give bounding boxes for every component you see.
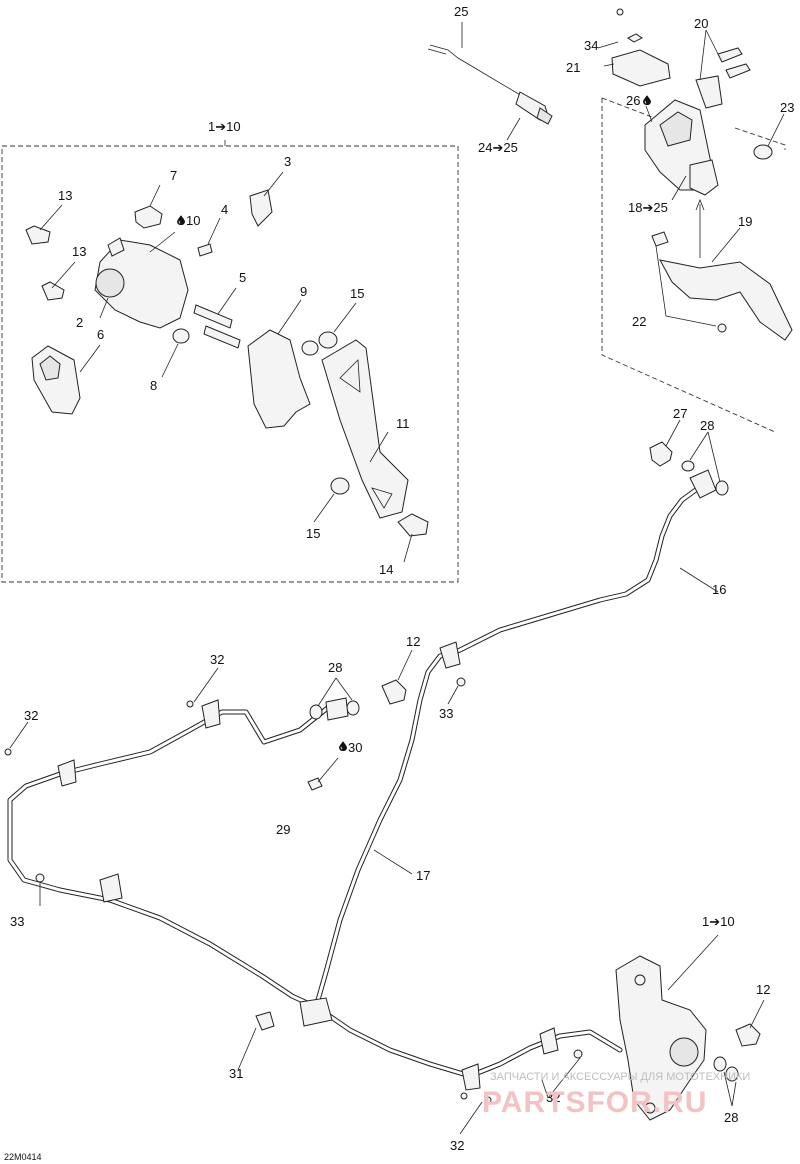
callout-33a: 33 bbox=[439, 706, 453, 721]
callout-10: 10 bbox=[186, 213, 200, 228]
callout-28a: 28 bbox=[700, 418, 714, 433]
rear-caliper-assembly bbox=[615, 955, 761, 1121]
brake-lines bbox=[4, 441, 729, 1104]
callout-12b: 12 bbox=[756, 982, 770, 997]
callout-26: 26 bbox=[626, 93, 640, 108]
callout-19: 19 bbox=[738, 214, 752, 229]
callout-15b: 15 bbox=[306, 526, 320, 541]
callout-13b: 13 bbox=[72, 244, 86, 259]
leader-lines bbox=[9, 22, 785, 1135]
callout-1-10-top: 1➔10 bbox=[208, 119, 241, 134]
callout-32d: 32 bbox=[450, 1138, 464, 1153]
callout-25: 25 bbox=[454, 4, 468, 19]
callout-32a: 32 bbox=[210, 652, 224, 667]
callout-27: 27 bbox=[673, 406, 687, 421]
callout-33b: 33 bbox=[10, 914, 24, 929]
master-cylinder-box bbox=[601, 97, 786, 433]
callout-labels: 1➔10 13 13 7 10 4 3 5 2 6 9 15 8 11 15 1… bbox=[10, 4, 794, 1153]
watermark-tagline: ЗАПЧАСТИ И АКСЕССУАРЫ ДЛЯ МОТОТЕХНИКИ bbox=[490, 1071, 750, 1083]
callout-9: 9 bbox=[300, 284, 307, 299]
oil-drop-icon bbox=[339, 741, 347, 751]
callout-8: 8 bbox=[150, 378, 157, 393]
callout-1-10-bot: 1➔10 bbox=[702, 914, 735, 929]
callout-2: 2 bbox=[76, 315, 83, 330]
callout-17: 17 bbox=[416, 868, 430, 883]
callout-3: 3 bbox=[284, 154, 291, 169]
callout-21: 21 bbox=[566, 60, 580, 75]
callout-22: 22 bbox=[632, 314, 646, 329]
figure-code: 22M0414 bbox=[4, 1152, 42, 1162]
callout-14: 14 bbox=[379, 562, 393, 577]
callout-32b: 32 bbox=[24, 708, 38, 723]
callout-24-25: 24➔25 bbox=[478, 140, 518, 155]
callout-12a: 12 bbox=[406, 634, 420, 649]
oil-drop-icon bbox=[177, 215, 185, 225]
caliper-kit-box bbox=[1, 145, 459, 583]
callout-7: 7 bbox=[170, 168, 177, 183]
callout-18-25: 18➔25 bbox=[628, 200, 668, 215]
callout-20: 20 bbox=[694, 16, 708, 31]
callout-28b: 28 bbox=[328, 660, 342, 675]
callout-4: 4 bbox=[221, 202, 228, 217]
callout-30: 30 bbox=[348, 740, 362, 755]
callout-6: 6 bbox=[97, 327, 104, 342]
master-cylinder-group bbox=[427, 8, 793, 341]
callout-11: 11 bbox=[396, 416, 410, 431]
callout-32c: 32 bbox=[546, 1090, 560, 1105]
watermark-logo: PARTSFOR.RU bbox=[482, 1086, 707, 1119]
callout-13a: 13 bbox=[58, 188, 72, 203]
caliper-kit-parts bbox=[25, 189, 429, 537]
callout-28c: 28 bbox=[724, 1110, 738, 1125]
callout-5: 5 bbox=[239, 270, 246, 285]
callout-15a: 15 bbox=[350, 286, 364, 301]
callout-31: 31 bbox=[229, 1066, 243, 1081]
callout-29: 29 bbox=[276, 822, 290, 837]
callout-16: 16 bbox=[712, 582, 726, 597]
callout-23: 23 bbox=[780, 100, 794, 115]
callout-34: 34 bbox=[584, 38, 598, 53]
oil-drop-icon bbox=[643, 95, 651, 105]
